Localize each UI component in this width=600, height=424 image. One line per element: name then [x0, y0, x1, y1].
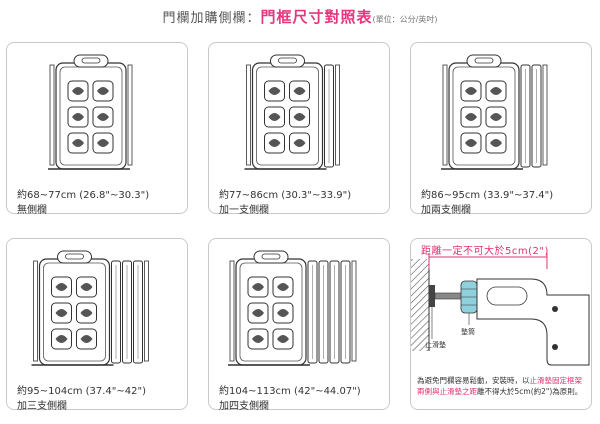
gate-main	[48, 54, 130, 170]
unit-note: (單位：公分/英吋)	[372, 15, 438, 24]
size-range: 約68~77cm (26.8"~30.3")	[17, 190, 150, 201]
instruction-text-1: 為避免門欄容易鬆動，安裝時，以	[417, 376, 530, 385]
size-range: 約104~113cm (42"~44.07")	[219, 386, 361, 397]
gate-illustration	[244, 54, 340, 170]
gate-main	[244, 54, 327, 170]
gate-main	[228, 250, 310, 366]
gate-illustration	[228, 250, 357, 366]
page-title: 門欄加購側欄：門框尺寸對照表(單位：公分/英吋)	[0, 6, 600, 27]
size-range: 約86~95cm (33.9"~37.4")	[421, 190, 554, 201]
wall-hatch	[411, 259, 429, 351]
extension-label: 加兩支側欄	[421, 205, 471, 216]
installation-note-card: 距離一定不可大於5cm(2") 墊筒 止滑墊 為避免門欄容易	[410, 238, 592, 410]
instruction-text-2: 離不得大於5cm(約2")為原則。	[477, 387, 583, 396]
extension-label: 無側欄	[17, 205, 47, 216]
size-range: 約95~104cm (37.4"~42")	[17, 386, 146, 397]
title-prefix: 門欄加購側欄：	[162, 11, 261, 26]
title-highlight: 門框尺寸對照表	[260, 8, 373, 26]
distance-warning: 距離一定不可大於5cm(2")	[421, 246, 549, 257]
instruction-text-red: 止滑墊固定框架兩側與止滑墊之距	[417, 376, 582, 396]
gate-card-1: 約68~77cm (26.8"~30.3") 無側欄	[6, 42, 188, 216]
gate-main	[441, 54, 523, 170]
rubber-tube-label: 墊筒	[461, 328, 475, 336]
installation-instructions: 為避免門欄容易鬆動，安裝時，以止滑墊固定框架兩側與止滑墊之距離不得大於5cm(約…	[417, 375, 587, 397]
gate-main	[31, 250, 114, 366]
mounting-diagram	[411, 253, 590, 366]
size-range: 約77~86cm (30.3"~33.9")	[219, 190, 352, 201]
gate-card-2: 約77~86cm (30.3"~33.9") 加一支側欄	[208, 42, 390, 216]
extension-label: 加一支側欄	[219, 205, 269, 216]
extension-label: 加四支側欄	[219, 401, 269, 412]
gate-card-5: 約104~113cm (42"~44.07") 加四支側欄	[208, 238, 390, 412]
gate-card-4: 約95~104cm (37.4"~42") 加三支側欄	[6, 238, 188, 412]
gate-illustration	[441, 54, 548, 170]
gate-illustration	[31, 250, 149, 366]
stopper-pad-label: 止滑墊	[425, 341, 446, 349]
gate-illustration	[48, 54, 133, 170]
gate-card-3: 約86~95cm (33.9"~37.4") 加兩支側欄	[410, 42, 592, 216]
extension-label: 加三支側欄	[17, 401, 67, 412]
